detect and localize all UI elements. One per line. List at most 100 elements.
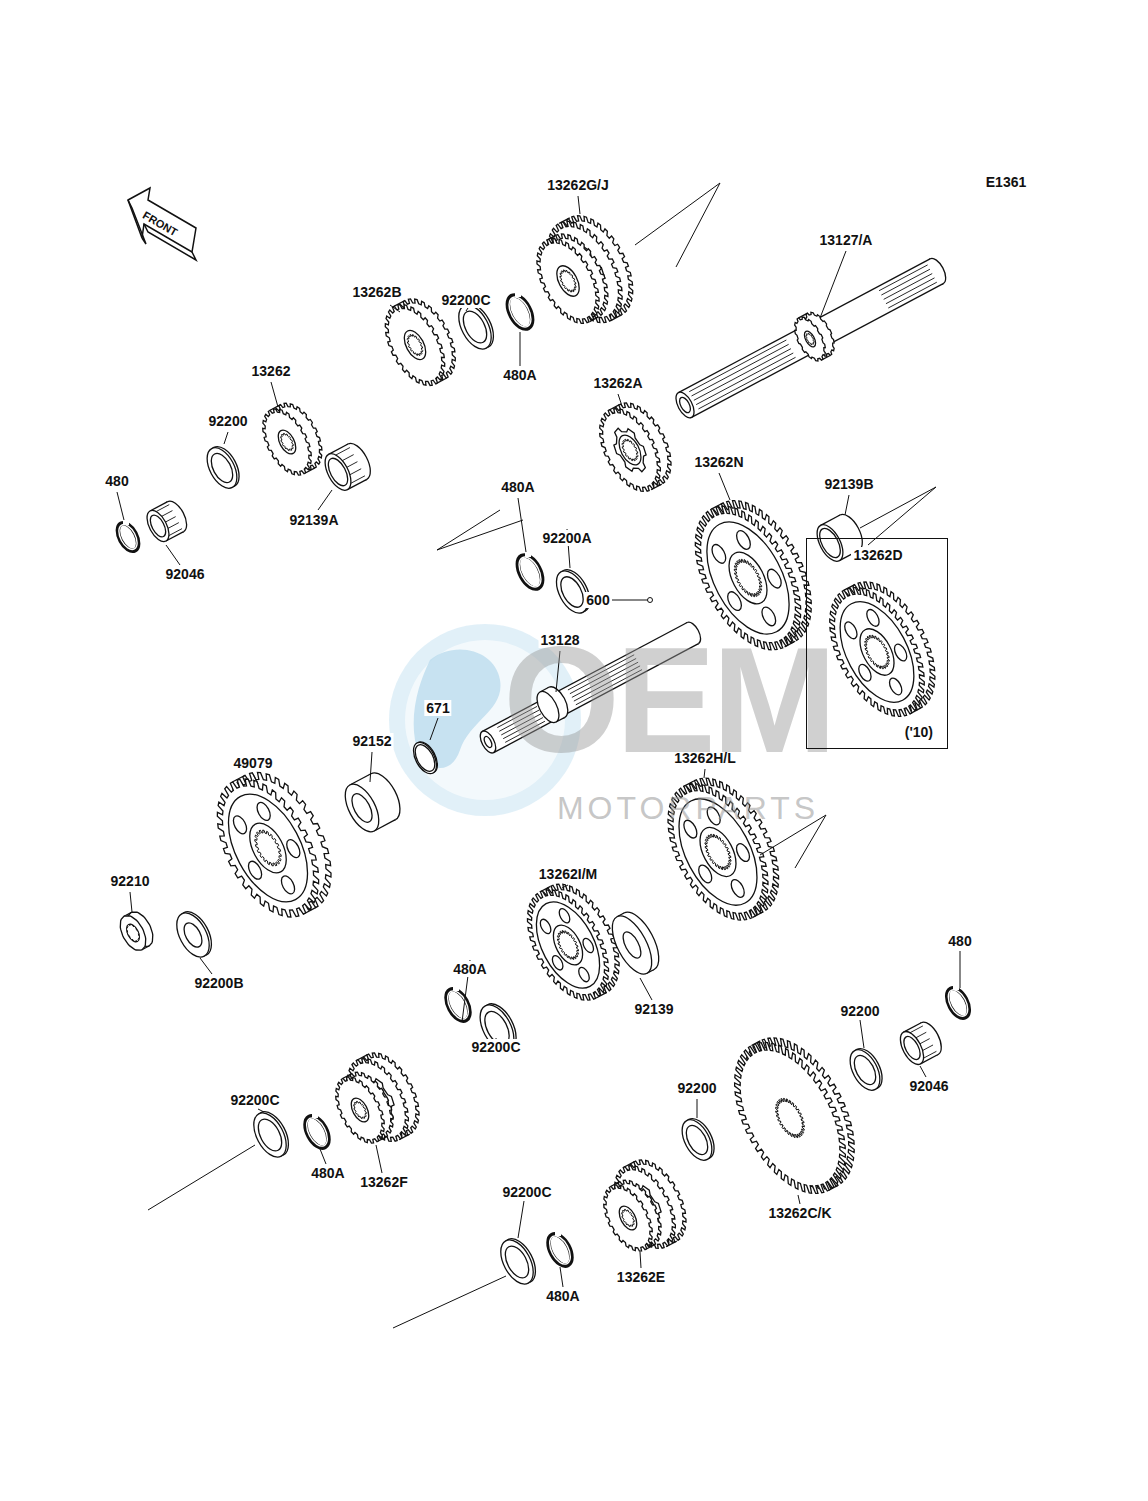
callout-number: 92046 (164, 566, 207, 582)
leader-line (253, 774, 258, 784)
output-shaft (672, 256, 949, 421)
leader-line (430, 718, 438, 740)
leader-line (370, 752, 372, 782)
callout-number: 92200A (540, 530, 593, 546)
leader-line (258, 1109, 264, 1112)
callout-number: 480A (309, 1165, 346, 1181)
leader-line (166, 545, 180, 565)
callout-number: 92200C (228, 1092, 281, 1108)
front-arrow (128, 188, 196, 260)
watermark: OEM (501, 625, 835, 775)
callout-number: 13262G/J (545, 177, 611, 193)
gear (196, 756, 352, 934)
callout-number: 92139 (633, 1001, 676, 1017)
callout-number: 92200C (439, 292, 492, 308)
callout-number: 13262C/K (766, 1205, 833, 1221)
callout-number: 92210 (109, 873, 152, 889)
gear (594, 1172, 672, 1259)
callout-number: 480A (451, 961, 488, 977)
callout-number: 13262 (250, 363, 293, 379)
leader-line (640, 978, 652, 1000)
leader-line (520, 332, 521, 366)
callout-number: 480A (499, 479, 536, 495)
callout-number: 480 (103, 473, 130, 489)
leader-line (697, 1099, 698, 1118)
leader-line (320, 1149, 326, 1164)
leader-line (578, 196, 580, 214)
leader-line (130, 892, 132, 912)
leader-dot (648, 598, 653, 603)
leader-line (560, 1267, 563, 1287)
leader-line (860, 487, 936, 528)
callout-number: 13262N (692, 454, 745, 470)
leader-line (518, 1201, 524, 1238)
callout-number: 92046 (908, 1078, 951, 1094)
callout-number: 671 (424, 700, 451, 716)
leader-line (117, 492, 124, 520)
callout-number: 92200B (192, 975, 245, 991)
washer (676, 1114, 720, 1165)
callout-number: 13262E (615, 1269, 667, 1285)
leader-line (960, 951, 961, 988)
leader-line (798, 1195, 800, 1204)
callout-number: 13262D (851, 547, 904, 563)
callout-number: 92200C (469, 1039, 522, 1055)
callout-number: 92139A (287, 512, 340, 528)
circlip (114, 518, 143, 554)
circlip (442, 984, 474, 1024)
callout-number: 13262I/M (537, 866, 599, 882)
leader-line (224, 432, 228, 444)
callout-number: 480A (544, 1288, 581, 1304)
gear (326, 1064, 404, 1151)
leader-line (390, 305, 400, 312)
callout-number: 480A (501, 367, 538, 383)
bearing (896, 1018, 946, 1068)
callout-number: 92152 (351, 733, 394, 749)
leader-line (920, 1066, 926, 1077)
leader-line (376, 1145, 382, 1173)
circlip (503, 290, 537, 333)
callout-number: 600 (584, 592, 611, 608)
leader-line (518, 498, 526, 552)
circlip (943, 983, 974, 1021)
leader-line (618, 394, 622, 406)
callout-number: 92200 (676, 1080, 719, 1096)
bearing (143, 498, 192, 545)
callout-number: 480 (946, 933, 973, 949)
washer (409, 738, 442, 777)
callout-number: 13127/A (818, 232, 875, 248)
year-note: ('10) (903, 724, 935, 740)
bearing (604, 906, 667, 980)
bearing (338, 768, 407, 837)
callout-number: 92200 (839, 1003, 882, 1019)
gear (788, 307, 841, 365)
washer (247, 1106, 295, 1162)
leader-line (318, 490, 332, 510)
leader-line (437, 520, 523, 550)
gear (712, 1020, 877, 1212)
leader-lines (117, 183, 960, 1328)
circlip (513, 550, 547, 593)
leader-line (868, 487, 936, 545)
variant-box: 13262D ('10) (806, 538, 948, 749)
gear (115, 908, 158, 955)
leader-line (200, 958, 212, 974)
washer (170, 906, 218, 962)
callout-number: 13262A (591, 375, 644, 391)
leader-line (612, 600, 650, 601)
gear (647, 762, 799, 937)
leader-line (437, 510, 500, 550)
callout-number: 49079 (232, 755, 275, 771)
leader-line (635, 183, 720, 245)
bearing (320, 439, 376, 494)
leader-line (562, 885, 568, 888)
callout-number: 92200 (207, 413, 250, 429)
watermark: MOTORPARTS (555, 792, 821, 824)
leader-line (820, 251, 846, 318)
gear (587, 393, 683, 501)
leader-line (148, 1145, 255, 1210)
callout-number: 13262F (358, 1174, 409, 1190)
leader-line (676, 183, 720, 267)
callout-number: 92200C (500, 1184, 553, 1200)
